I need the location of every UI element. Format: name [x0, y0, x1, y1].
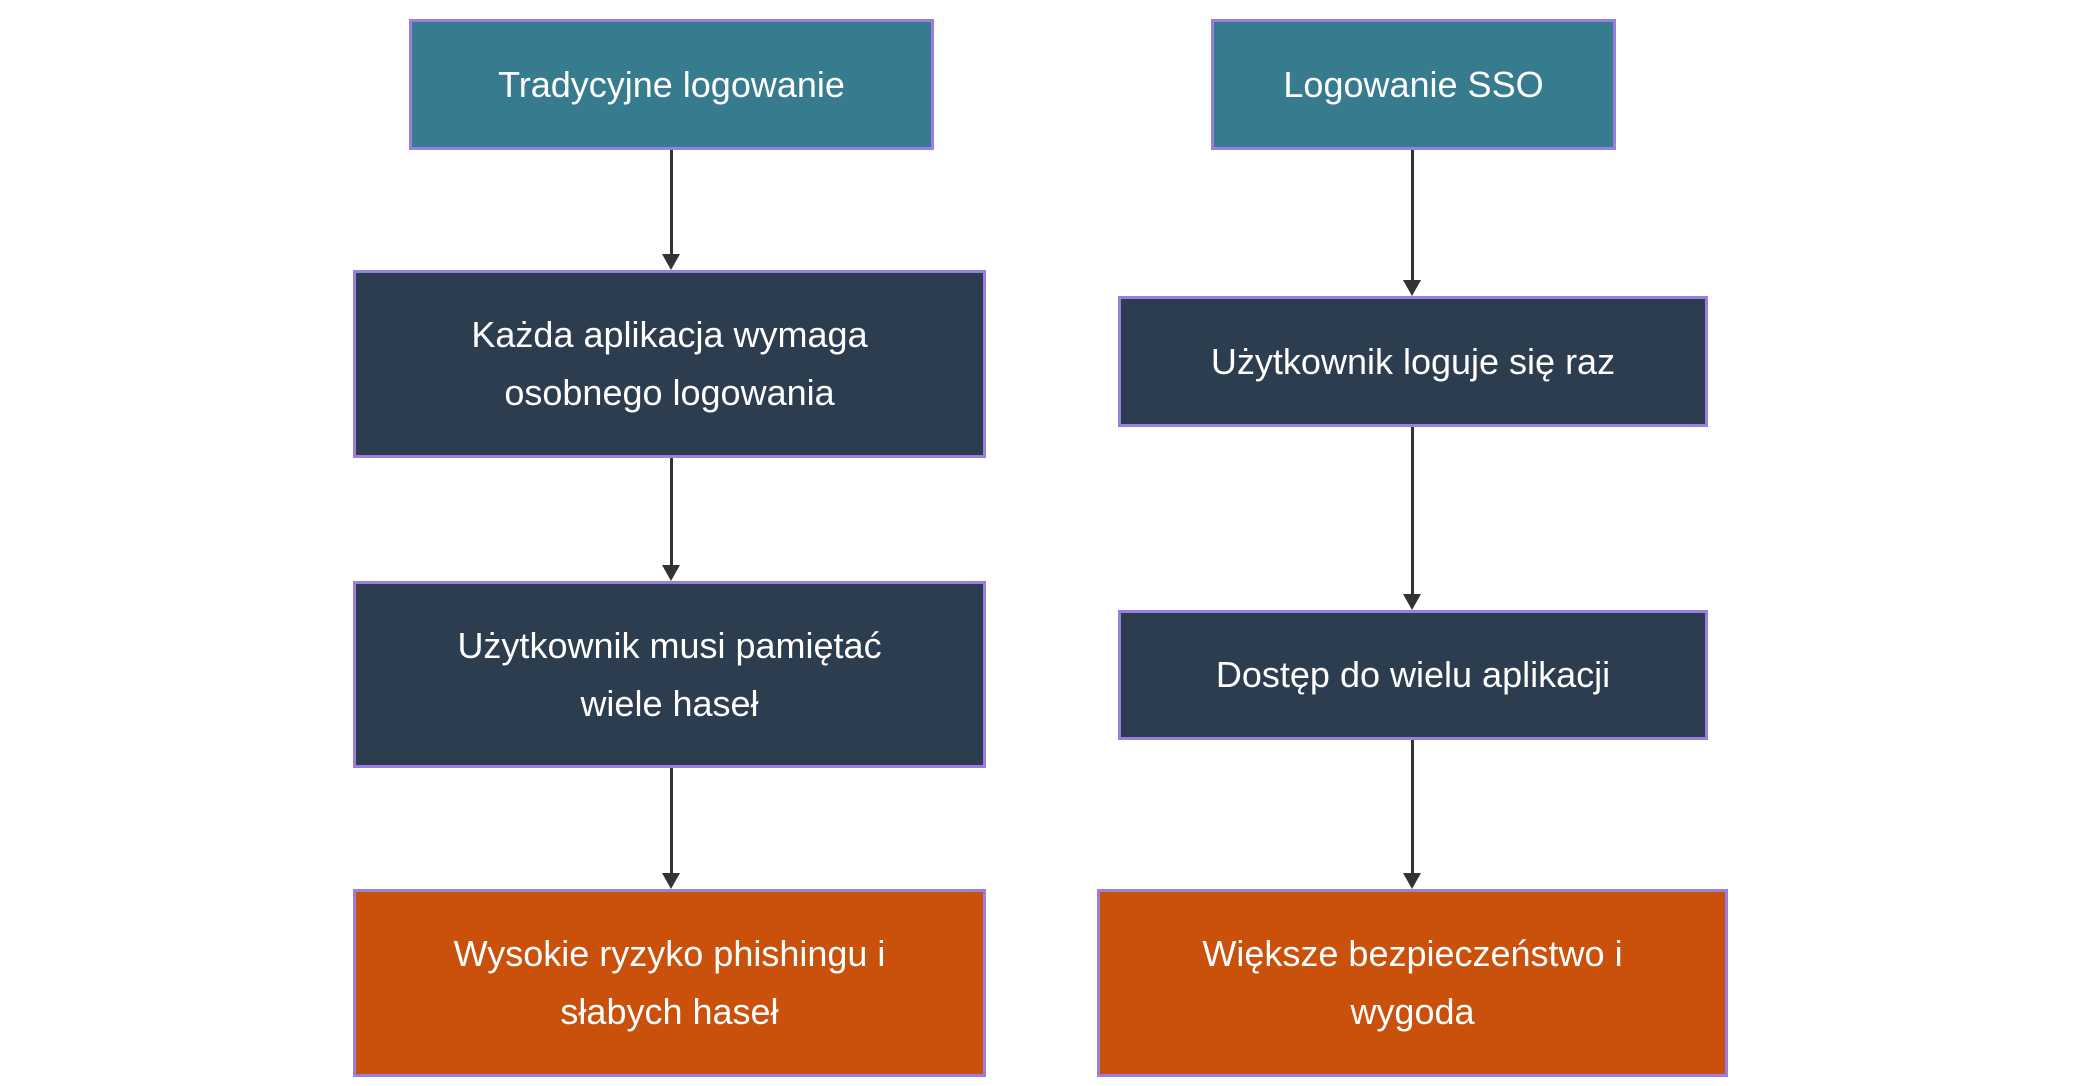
arrow-line: [670, 768, 673, 875]
node-wieksze-bezpieczenstwo-i-wygoda: Większe bezpieczeństwo i wygoda: [1097, 889, 1728, 1077]
arrow-line: [1411, 427, 1414, 596]
node-wysokie-ryzyko-phishingu: Wysokie ryzyko phishingu i słabych haseł: [353, 889, 986, 1077]
node-kazda-aplikacja-wymaga-osobnego-logowania: Każda aplikacja wymaga osobnego logowani…: [353, 270, 986, 458]
node-logowanie-sso: Logowanie SSO: [1211, 19, 1616, 150]
node-tradycyjne-logowanie: Tradycyjne logowanie: [409, 19, 934, 150]
arrow-line: [670, 458, 673, 567]
node-uzytkownik-musi-pamietac-wiele-hasel: Użytkownik musi pamiętać wiele haseł: [353, 581, 986, 768]
arrow-head-icon: [1403, 873, 1421, 889]
arrow-head-icon: [1403, 280, 1421, 296]
arrow-head-icon: [662, 873, 680, 889]
arrow-line: [670, 150, 673, 256]
arrow-line: [1411, 740, 1414, 875]
node-dostep-do-wielu-aplikacji: Dostęp do wielu aplikacji: [1118, 610, 1708, 740]
node-uzytkownik-loguje-sie-raz: Użytkownik loguje się raz: [1118, 296, 1708, 427]
arrow-line: [1411, 150, 1414, 282]
arrow-head-icon: [1403, 594, 1421, 610]
arrow-head-icon: [662, 254, 680, 270]
arrow-head-icon: [662, 565, 680, 581]
